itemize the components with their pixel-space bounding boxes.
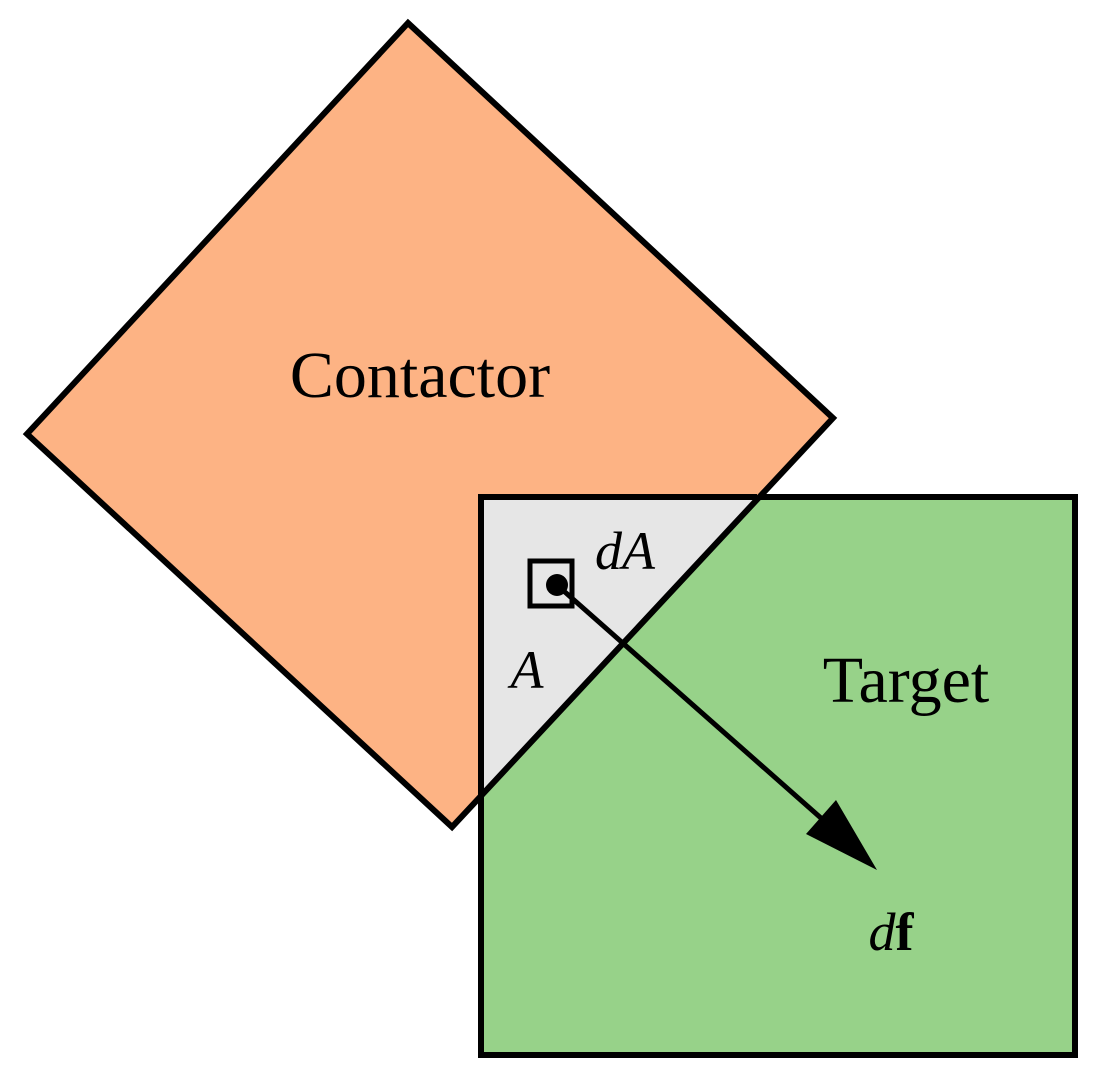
target-edge-overlap [478, 494, 757, 795]
force-arrow-icon [806, 800, 877, 870]
force-label: df [869, 902, 915, 962]
force-origin-dot [546, 574, 568, 596]
overlap-area-label: A [508, 640, 545, 700]
force-arrow-shaft [555, 583, 832, 828]
area-element-square [527, 558, 575, 609]
force-label-f: f [896, 902, 915, 962]
area-element-label: dA [595, 521, 656, 581]
contactor-outline [22, 18, 838, 832]
target-label: Target [823, 644, 989, 717]
contactor-label: Contactor [290, 339, 550, 412]
force-label-d: d [869, 902, 897, 962]
